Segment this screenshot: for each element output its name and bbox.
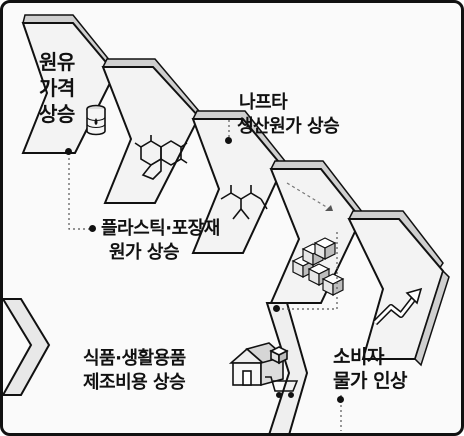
label-plastic-packaging: 플라스틱·포장재 원가 상승 [101, 217, 220, 265]
label-consumer-line2: 물가 인상 [333, 370, 408, 392]
chevron-flow-art [3, 14, 450, 433]
label-food-line1: 식품·생활용품 [83, 348, 186, 369]
bullet-consumer [337, 396, 344, 403]
polymer-icon [220, 185, 268, 220]
molecule-icon [134, 135, 188, 180]
chevron-panel-plastic [191, 110, 286, 254]
oil-barrel-icon [86, 104, 106, 136]
chevron-panel-crude-oil [21, 14, 117, 154]
flow-arrow [286, 182, 334, 212]
label-naphtha: 나프타 생산원가 상승 [237, 91, 340, 139]
label-crude-oil-line1: 원유 [39, 50, 75, 74]
chevron-panel-naphtha [101, 58, 201, 204]
label-food-line2: 제조비용 상승 [83, 372, 186, 393]
label-naphtha-line1: 나프타 [239, 92, 288, 113]
label-food-household: 식품·생활용품 제조비용 상승 [83, 347, 186, 395]
label-crude-oil-line3: 상승 [39, 102, 75, 126]
label-crude-oil: 원유 가격 상승 [39, 49, 75, 127]
label-naphtha-line2: 생산원가 상승 [237, 116, 340, 137]
bullet-naphtha [225, 137, 232, 144]
rising-arrow-icon [372, 287, 423, 326]
bullet-food [273, 305, 280, 312]
label-crude-oil-line2: 가격 [39, 76, 75, 100]
chevron-panel-consumer [347, 210, 450, 367]
label-plastic-line2: 원가 상승 [109, 242, 180, 263]
label-consumer-line1: 소비자 [333, 346, 384, 368]
label-consumer-prices: 소비자 물가 인상 [333, 345, 408, 393]
house-cart-icon [228, 342, 299, 398]
bullet-crude-oil [65, 148, 72, 155]
bullet-plastic [89, 225, 96, 232]
cubes-icon [291, 237, 345, 296]
left-chevron-decoration [3, 298, 51, 396]
lower-strip [265, 302, 309, 433]
label-plastic-line1: 플라스틱·포장재 [101, 218, 220, 239]
